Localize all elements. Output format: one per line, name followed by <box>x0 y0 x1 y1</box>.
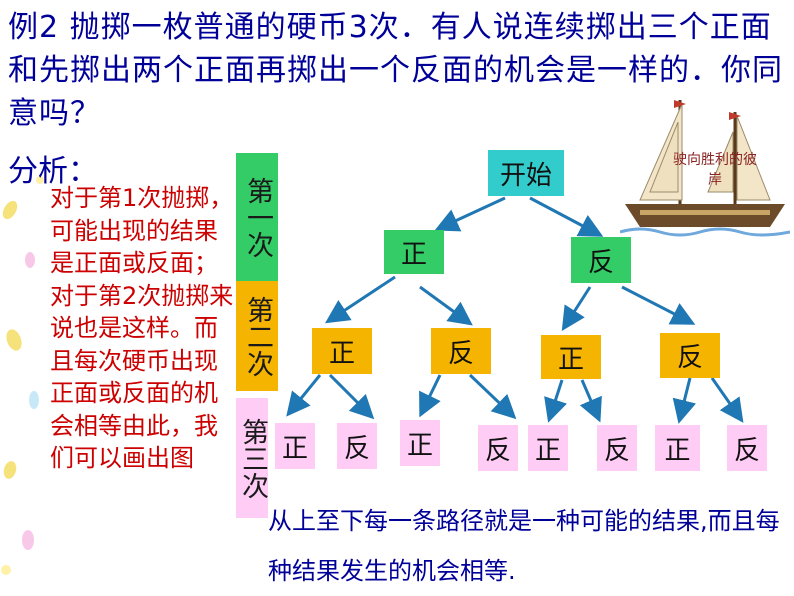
arrow-ht-to-hth <box>422 375 440 412</box>
node-l3-1: 正 <box>275 423 315 469</box>
node-l2-2: 反 <box>431 328 491 374</box>
node-l1-heads: 正 <box>384 230 444 274</box>
node-l3-6: 反 <box>597 425 637 471</box>
level-label-second: 第二次 <box>236 281 278 391</box>
node-l2-4: 反 <box>660 333 720 378</box>
node-l3-3: 正 <box>400 420 440 466</box>
level-label-first: 第一次 <box>236 153 278 281</box>
arrow-th-to-thh <box>550 380 562 417</box>
arrow-hh-to-hhh <box>290 375 320 412</box>
arrow-root-to-heads <box>440 198 505 228</box>
node-l1-tails: 反 <box>571 237 631 283</box>
arrow-root-to-tails <box>530 198 598 234</box>
level-label-third: 第三次 <box>236 398 268 518</box>
ship-caption: 驶向胜利的彼岸 <box>670 150 760 190</box>
node-l3-5: 正 <box>528 425 568 471</box>
arrow-tt-to-ttt <box>712 378 740 418</box>
arrow-t-to-th <box>565 287 590 326</box>
conclusion-text: 从上至下每一条路径就是一种可能的结果,而且每种结果发生的机会相等. <box>268 496 788 596</box>
arrow-h-to-hh <box>330 277 395 320</box>
tree-root-start: 开始 <box>488 150 564 196</box>
arrow-h-to-ht <box>420 287 468 322</box>
confetti-decoration <box>0 150 50 596</box>
arrow-th-to-tht <box>582 380 598 417</box>
node-l2-3: 正 <box>541 335 601 379</box>
node-l2-1: 正 <box>312 328 372 374</box>
arrow-hh-to-hht <box>330 375 370 415</box>
node-l3-7: 正 <box>655 425 700 471</box>
arrow-tt-to-tth <box>680 378 690 418</box>
node-l3-8: 反 <box>727 425 767 471</box>
arrow-t-to-tt <box>622 287 690 322</box>
analysis-text: 对于第1次抛掷，可能出现的结果是正面或反面；对于第2次抛掷来说也是这样。而且每次… <box>50 182 235 475</box>
node-l3-2: 反 <box>337 423 377 469</box>
arrow-ht-to-htt <box>470 375 512 415</box>
node-l3-4: 反 <box>478 425 518 471</box>
